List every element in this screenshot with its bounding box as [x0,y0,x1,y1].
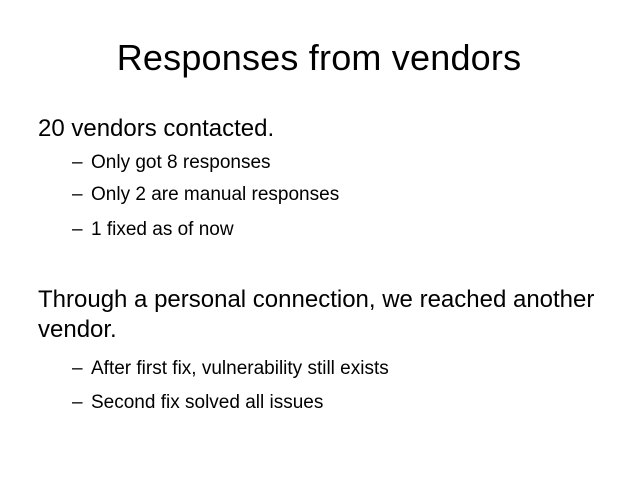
bullet-vendors-contacted: 20 vendors contacted. [38,115,275,142]
dash-marker: – [72,358,83,379]
dash-marker: – [72,152,83,173]
sub-bullet-text: Only 2 are manual responses [91,184,340,205]
bullet-personal-connection: Through a personal connection, we reache… [38,286,595,343]
dash-marker: – [72,184,83,205]
sub-bullet-manual-responses: –Only 2 are manual responses [72,183,339,207]
sub-bullet-text: Second fix solved all issues [91,392,324,413]
sub-bullet-second-fix: –Second fix solved all issues [72,391,323,415]
dash-marker: – [72,219,83,240]
sub-bullet-first-fix: –After first fix, vulnerability still ex… [72,357,389,381]
sub-bullet-fixed: –1 fixed as of now [72,218,234,242]
sub-bullet-text: Only got 8 responses [91,152,271,173]
sub-bullet-text: 1 fixed as of now [91,219,234,240]
sub-bullet-responses: –Only got 8 responses [72,151,271,175]
slide-title: Responses from vendors [116,37,522,78]
dash-marker: – [72,392,83,413]
sub-bullet-text: After first fix, vulnerability still exi… [91,358,389,379]
